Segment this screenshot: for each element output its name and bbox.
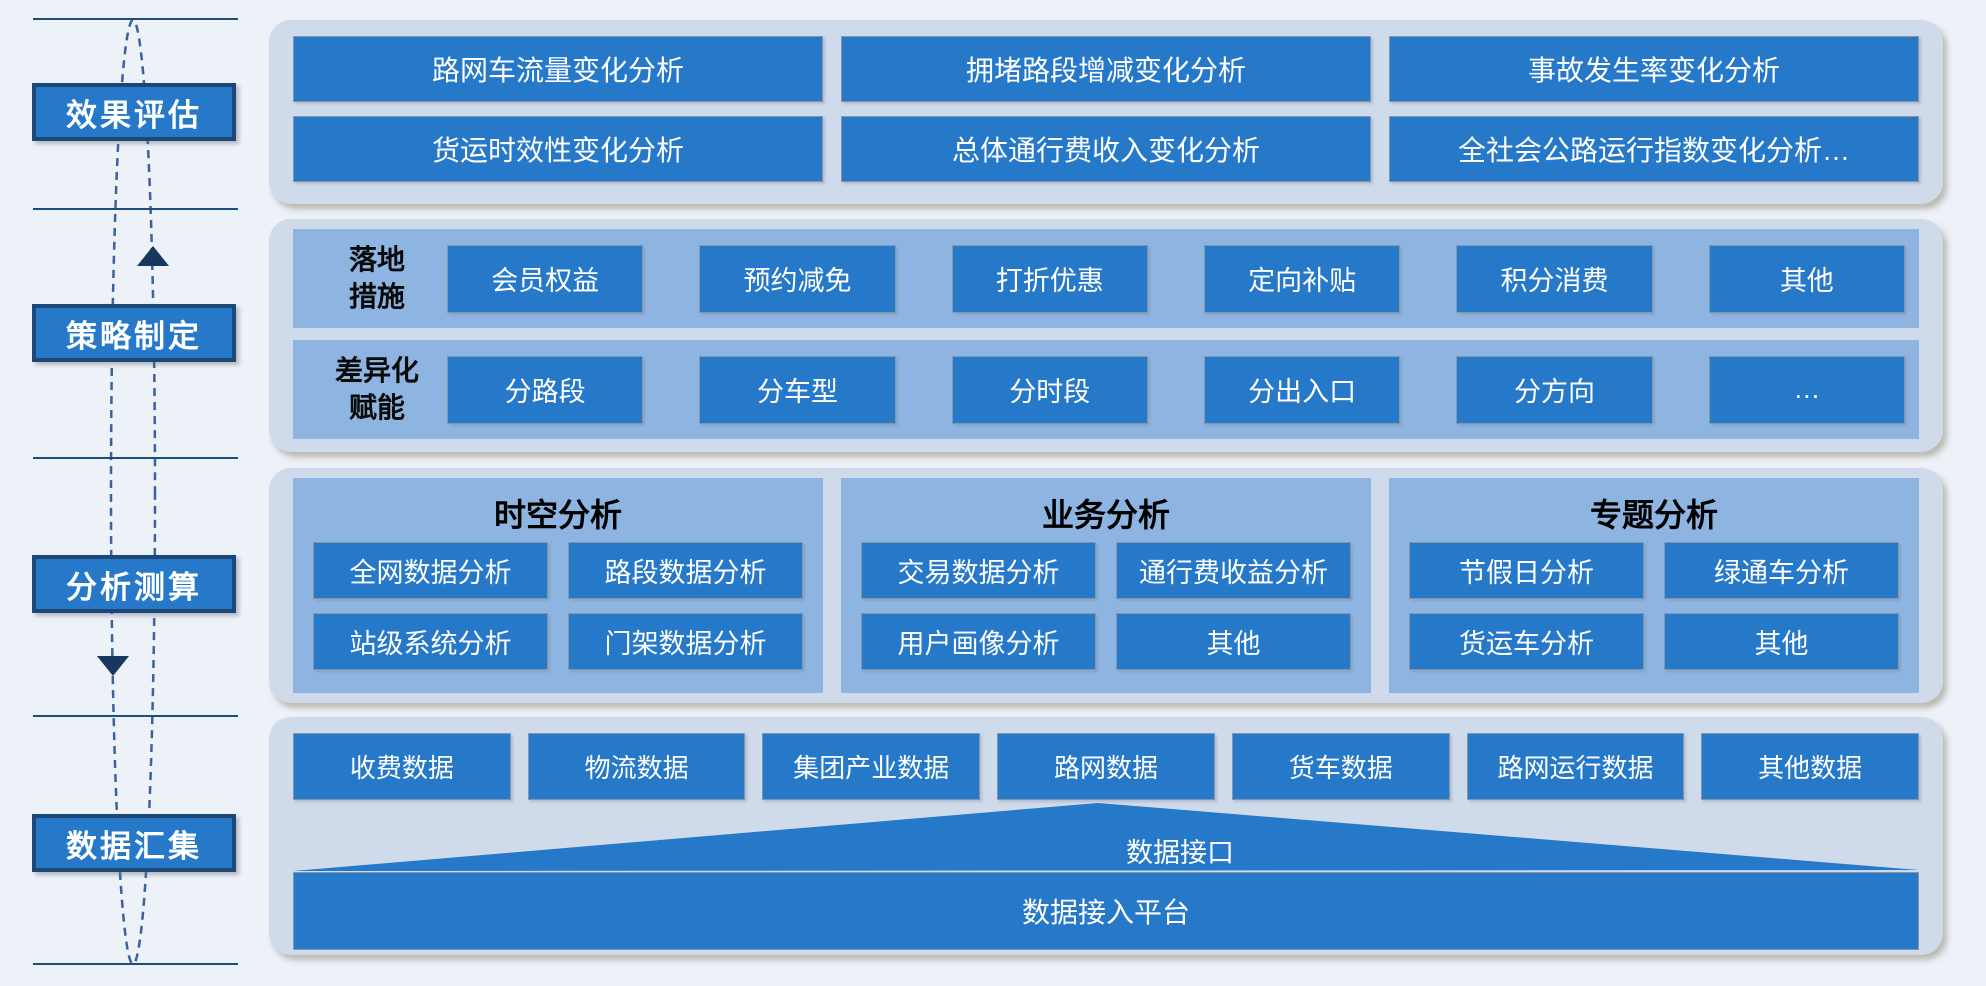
analysis-block: 其他 — [1116, 613, 1351, 670]
analysis-group-spatiotemporal: 时空分析 全网数据分析 路段数据分析 站级系统分析 门架数据分析 — [293, 478, 823, 693]
analysis-block: 路段数据分析 — [568, 542, 803, 599]
differentiation-block: 分车型 — [699, 355, 896, 424]
measure-block: 其他 — [1708, 244, 1905, 313]
analysis-block: 货运车分析 — [1409, 613, 1644, 670]
analysis-block: 节假日分析 — [1409, 542, 1644, 599]
evaluation-block: 拥堵路段增减变化分析 — [841, 36, 1371, 102]
row-label: 差异化 赋能 — [334, 355, 419, 423]
panel-evaluation: 路网车流量变化分析 拥堵路段增减变化分析 事故发生率变化分析 货运时效性变化分析… — [269, 20, 1943, 204]
analysis-group-business: 业务分析 交易数据分析 通行费收益分析 用户画像分析 其他 — [841, 478, 1371, 693]
differentiation-block: … — [1708, 355, 1905, 424]
analysis-block: 通行费收益分析 — [1116, 542, 1351, 599]
evaluation-block: 货运时效性变化分析 — [293, 116, 823, 182]
divider-line — [33, 18, 238, 20]
analysis-block: 交易数据分析 — [861, 542, 1096, 599]
analysis-block: 站级系统分析 — [313, 613, 548, 670]
cycle-ellipse-icon — [109, 18, 157, 966]
data-source-block: 收费数据 — [293, 733, 511, 800]
evaluation-row: 路网车流量变化分析 拥堵路段增减变化分析 事故发生率变化分析 — [293, 36, 1919, 102]
evaluation-block: 总体通行费收入变化分析 — [841, 116, 1371, 182]
divider-line — [33, 715, 238, 717]
analysis-block: 门架数据分析 — [568, 613, 803, 670]
stage-strategy: 策略制定 — [32, 304, 236, 362]
panel-analysis: 时空分析 全网数据分析 路段数据分析 站级系统分析 门架数据分析 业务分析 交易… — [269, 468, 1943, 703]
divider-line — [33, 963, 238, 965]
divider-line — [33, 208, 238, 210]
measure-block: 预约减免 — [699, 244, 896, 313]
differentiation-block: 分方向 — [1456, 355, 1653, 424]
analysis-block: 用户画像分析 — [861, 613, 1096, 670]
stage-analysis: 分析测算 — [32, 555, 236, 613]
analysis-group-special: 专题分析 节假日分析 绿通车分析 货运车分析 其他 — [1389, 478, 1919, 693]
data-platform-bar: 数据接入平台 — [293, 872, 1919, 950]
measure-block: 定向补贴 — [1203, 244, 1401, 313]
analysis-block: 绿通车分析 — [1664, 542, 1899, 599]
evaluation-block: 全社会公路运行指数变化分析… — [1389, 116, 1919, 182]
data-source-block: 路网运行数据 — [1466, 733, 1685, 800]
measure-block: 积分消费 — [1456, 244, 1653, 313]
data-source-block: 路网数据 — [997, 733, 1215, 800]
differentiation-block: 分时段 — [951, 355, 1148, 424]
row-label: 落地 措施 — [348, 244, 405, 312]
evaluation-block: 路网车流量变化分析 — [293, 36, 823, 102]
stage-evaluation: 效果评估 — [32, 83, 236, 141]
analysis-block: 全网数据分析 — [313, 542, 548, 599]
data-source-block: 物流数据 — [527, 733, 746, 800]
strategy-row-differentiation: 差异化 赋能 分路段 分车型 分时段 分出入口 分方向 … — [293, 340, 1919, 439]
panel-strategy: 落地 措施 会员权益 预约减免 打折优惠 定向补贴 积分消费 其他 差异化 赋能… — [269, 219, 1943, 452]
group-title: 专题分析 — [1589, 497, 1718, 533]
evaluation-row: 货运时效性变化分析 总体通行费收入变化分析 全社会公路运行指数变化分析… — [293, 116, 1919, 182]
data-source-block: 货车数据 — [1231, 733, 1450, 800]
data-source-row: 收费数据 物流数据 集团产业数据 路网数据 货车数据 路网运行数据 其他数据 — [293, 733, 1920, 800]
group-title: 业务分析 — [1041, 497, 1170, 533]
up-arrow-icon — [137, 246, 169, 266]
evaluation-block: 事故发生率变化分析 — [1389, 36, 1919, 102]
differentiation-block: 分路段 — [447, 355, 644, 424]
measure-block: 打折优惠 — [951, 244, 1148, 313]
panel-data-collection: 收费数据 物流数据 集团产业数据 路网数据 货车数据 路网运行数据 其他数据 数… — [269, 717, 1943, 955]
data-source-block: 其他数据 — [1701, 733, 1920, 800]
analysis-block: 其他 — [1664, 613, 1899, 670]
measure-block: 会员权益 — [447, 244, 644, 313]
strategy-row-measures: 落地 措施 会员权益 预约减免 打折优惠 定向补贴 积分消费 其他 — [293, 229, 1919, 328]
data-source-block: 集团产业数据 — [762, 733, 981, 800]
differentiation-block: 分出入口 — [1203, 355, 1401, 424]
data-interface-funnel-icon — [293, 803, 1919, 871]
data-interface-label: 数据接口 — [1126, 838, 1234, 868]
down-arrow-icon — [97, 656, 129, 676]
stage-data-collection: 数据汇集 — [32, 814, 236, 872]
group-title: 时空分析 — [493, 497, 622, 533]
divider-line — [33, 457, 238, 459]
